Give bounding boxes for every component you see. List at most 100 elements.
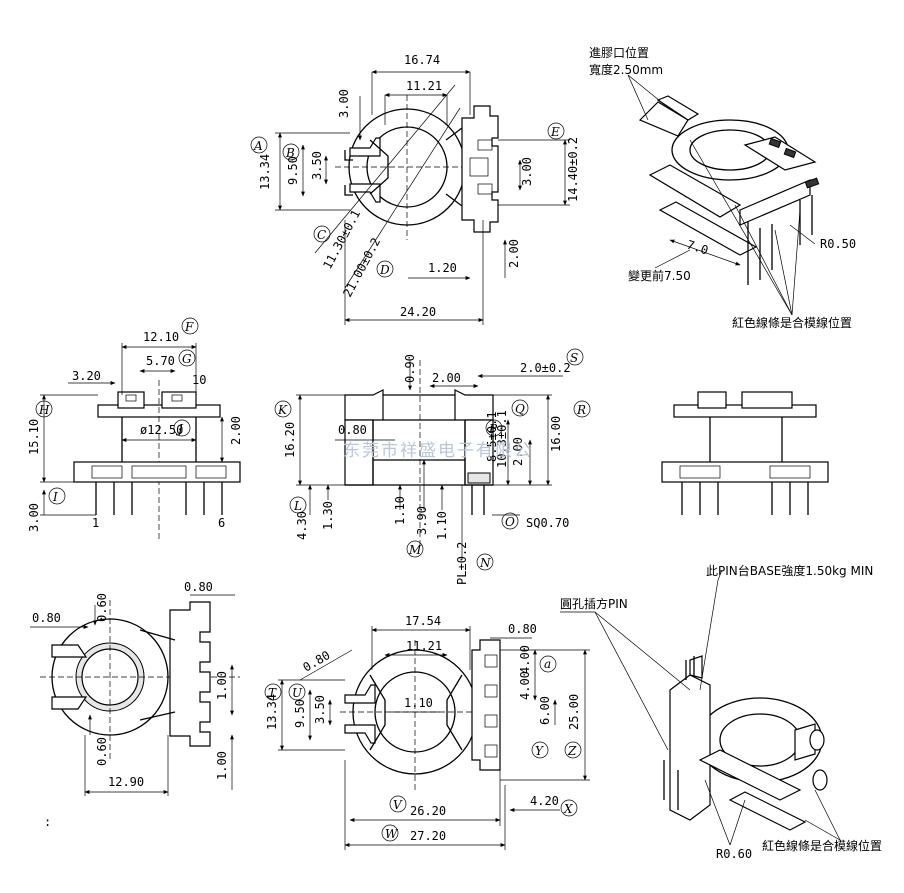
balloon: S xyxy=(566,348,584,366)
svg-text:J: J xyxy=(175,422,184,436)
parting-line-label: 紅色線條是合模線位置 xyxy=(732,315,852,330)
dim-text: 1.10 xyxy=(435,511,449,540)
balloon: A xyxy=(250,136,268,154)
gate-position-label: 進膠口位置 xyxy=(589,45,649,60)
watermark: 东莞市祥盛电子有限公 xyxy=(343,441,533,461)
dim-text: 3.00 xyxy=(27,503,41,532)
dim-text: 0.60 xyxy=(95,737,109,766)
dim-text: 2.00 xyxy=(229,416,243,445)
dim-text: 26.20 xyxy=(410,804,446,818)
dim-text: 0.80 xyxy=(184,580,213,594)
svg-text:Z: Z xyxy=(567,744,577,758)
balloon: Z xyxy=(564,741,582,759)
balloon: a xyxy=(539,655,557,673)
balloon: O xyxy=(501,512,519,530)
dim-text: 0.80 xyxy=(32,611,61,625)
dim-text: 24.20 xyxy=(400,305,436,319)
balloon: J xyxy=(173,419,191,437)
dim-text: 27.20 xyxy=(410,829,446,843)
dim-text: 1.10 xyxy=(404,696,433,710)
pin-number: 1 xyxy=(92,516,99,530)
svg-text:S: S xyxy=(570,351,578,365)
pin-number: 6 xyxy=(218,516,225,530)
dim-text: 14.40±0.2 xyxy=(566,137,580,202)
dim-text: 1.00 xyxy=(215,671,229,700)
balloon: W xyxy=(381,824,399,842)
dim-text: 15.10 xyxy=(27,419,41,455)
bottom-left-view: 0.80 0.60 0.80 1.00 0.60 1.00 12.90 xyxy=(30,580,240,796)
dim-text: 3.90 xyxy=(415,506,429,535)
dim-text: 0.80 xyxy=(338,423,367,437)
radius-label: R0.60 xyxy=(716,847,752,861)
svg-text:R: R xyxy=(576,403,586,417)
svg-text:X: X xyxy=(563,802,573,816)
svg-text:V: V xyxy=(393,798,403,812)
dim-text: 11.21 xyxy=(406,639,442,653)
gate-width-label: 寬度2.50mm xyxy=(589,62,663,77)
balloon: N xyxy=(476,553,494,571)
svg-text:F: F xyxy=(184,320,194,334)
svg-text:O: O xyxy=(505,515,515,529)
iso-view-top: 進膠口位置 寬度2.50mm 7.0 變更前7.50 R0.50 紅色線條是合模… xyxy=(589,45,856,330)
pin-type-label: 圓孔插方PIN xyxy=(560,596,628,611)
dim-text: 4.20 xyxy=(530,794,559,808)
dim-text: 21.00±0.2 xyxy=(340,235,383,299)
dim-text: 6.00 xyxy=(538,696,552,725)
svg-text:B: B xyxy=(285,146,295,160)
dim-text: 12.10 xyxy=(143,330,179,344)
top-view: 16.74 11.21 3.00 13.34 9.50 3.50 11.30±0… xyxy=(250,53,580,325)
dim-text: 0.80 xyxy=(508,622,537,636)
balloon: K xyxy=(274,400,292,418)
balloon: I xyxy=(48,487,66,505)
dim-text: 16.00 xyxy=(549,416,563,452)
dim-text: 10 xyxy=(192,373,206,387)
dim-text: 3.00 xyxy=(337,89,351,118)
svg-text:D: D xyxy=(379,263,390,277)
balloon: D xyxy=(376,260,394,278)
iso-view-bottom: 圓孔插方PIN 此PIN台BASE強度1.50kg MIN R0.60 紅色線條… xyxy=(560,563,882,861)
balloon: L xyxy=(289,496,307,514)
dim-text: PL±0.2 xyxy=(455,542,469,585)
dim-text: 3.50 xyxy=(310,151,324,180)
pins xyxy=(95,482,223,515)
svg-text:P: P xyxy=(488,422,498,436)
balloon: G xyxy=(178,349,196,367)
dim-text: 13.34 xyxy=(258,154,272,190)
dim-text: 25.00 xyxy=(567,694,581,730)
dim-text: 1.30 xyxy=(321,501,335,530)
dim-text: 4.30 xyxy=(295,511,309,540)
dim-text: 12.90 xyxy=(108,775,144,789)
dim-text: SQ0.70 xyxy=(526,516,569,530)
balloon: U xyxy=(288,683,306,701)
balloon: R xyxy=(573,400,591,418)
svg-text:C: C xyxy=(317,228,326,242)
balloon: M xyxy=(406,540,424,558)
bottom-view: 17.54 11.21 0.80 0.80 4.00 4.00 13.34 9.… xyxy=(264,614,590,850)
balloon: Y xyxy=(531,741,549,759)
dim-text: 16.20 xyxy=(283,422,297,458)
corner-mark: : xyxy=(44,815,51,829)
svg-text:A: A xyxy=(253,139,263,153)
dim-text: 11.21 xyxy=(406,79,442,93)
dim-text: 1.20 xyxy=(428,261,457,275)
svg-text:W: W xyxy=(385,827,399,841)
balloon: F xyxy=(181,317,199,335)
balloon: B xyxy=(282,143,300,161)
svg-text:a: a xyxy=(544,657,551,671)
side-view: 12.10 5.70 3.20 10 15.10 ø12.50 2.00 3.0… xyxy=(27,317,243,540)
dim-text: 0.60 xyxy=(95,593,109,622)
svg-text:N: N xyxy=(479,556,491,570)
dim-text: 3.20 xyxy=(72,369,101,383)
dim-text: 2.00 xyxy=(511,437,525,466)
dim-text: 16.74 xyxy=(404,53,440,67)
dim-text: 4.00 xyxy=(518,671,532,700)
svg-text:H: H xyxy=(38,403,50,417)
dim-text: 5.70 xyxy=(146,354,175,368)
svg-text:G: G xyxy=(182,352,192,366)
dim-text: 2.0±0.2 xyxy=(520,361,571,375)
dim-text: ø12.50 xyxy=(140,423,183,437)
radius-label: R0.50 xyxy=(820,237,856,251)
svg-text:Q: Q xyxy=(515,402,525,416)
dim-text: 1.10 xyxy=(393,496,407,525)
svg-text:Y: Y xyxy=(535,744,544,758)
